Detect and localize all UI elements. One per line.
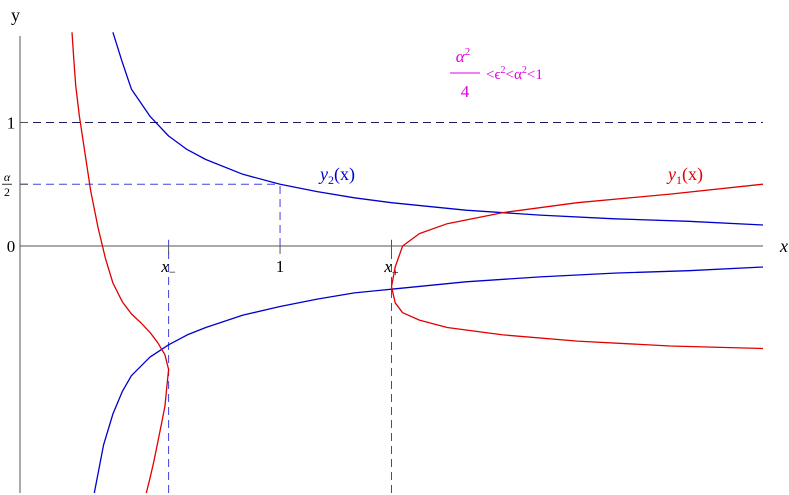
series-y1-branch-1 <box>390 183 764 350</box>
x-tick-label-2: x+ <box>383 257 399 279</box>
axis-ticks: x− 1 x+ 0 1 α2 <box>2 113 399 279</box>
condition-denominator: 4 <box>461 82 470 101</box>
y-tick-alpha-numerator: α <box>4 170 11 184</box>
series-y1-branch-0 <box>71 32 170 494</box>
series-label-y2: y2(x) <box>318 164 355 187</box>
series-label-y1: y1(x) <box>666 164 703 187</box>
y-tick-label-0: 0 <box>7 237 16 256</box>
series-y2-branch-1 <box>93 266 764 494</box>
series-curves <box>71 32 764 494</box>
y-tick-alpha-denominator: 2 <box>4 185 10 199</box>
condition-numerator: α2 <box>456 46 470 66</box>
series-y2-branch-0 <box>112 32 764 226</box>
x-tick-label-1: 1 <box>276 257 285 276</box>
condition-inequality: <ϵ2<α2<1 <box>486 65 543 83</box>
y-axis-label: y <box>11 5 20 25</box>
series-labels: y2(x) y1(x) <box>318 164 703 187</box>
condition-annotation: α2 4 <ϵ2<α2<1 <box>450 46 543 101</box>
reference-lines <box>20 121 763 493</box>
x-axis-label: x <box>779 236 788 256</box>
x-tick-label-0: x− <box>160 257 176 279</box>
y-tick-label-1: 1 <box>7 113 16 132</box>
